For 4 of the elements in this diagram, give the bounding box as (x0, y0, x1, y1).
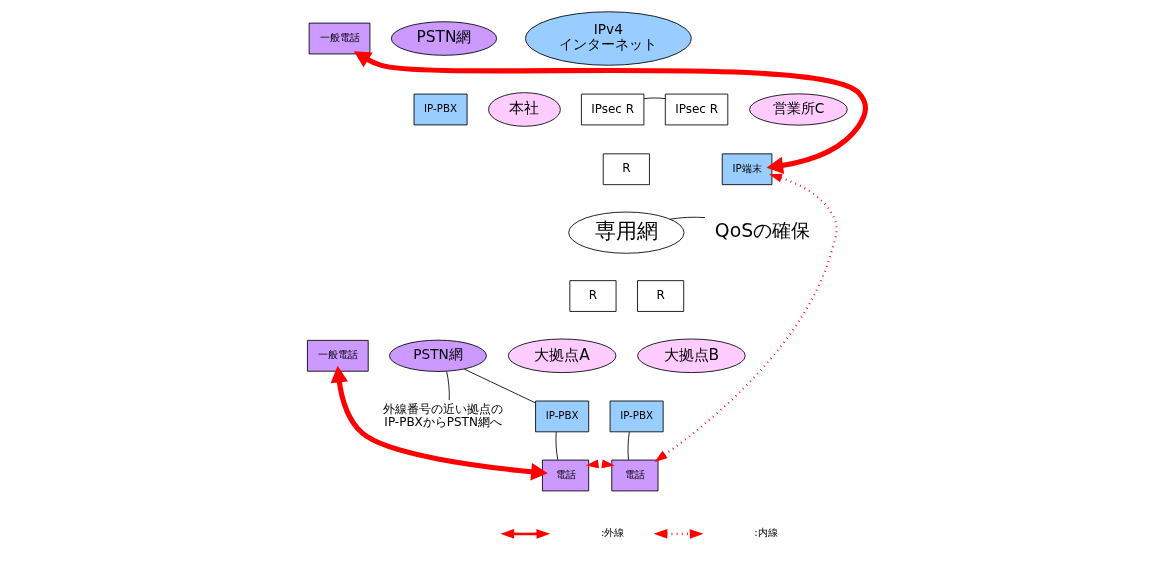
legend-label: :外線 (600, 526, 625, 539)
legend-label: :内線 (754, 526, 778, 539)
node-text: QoSの確保 (714, 220, 811, 242)
node-text: 外線番号の近い拠点の IP-PBXからPSTN網へ (383, 402, 504, 430)
